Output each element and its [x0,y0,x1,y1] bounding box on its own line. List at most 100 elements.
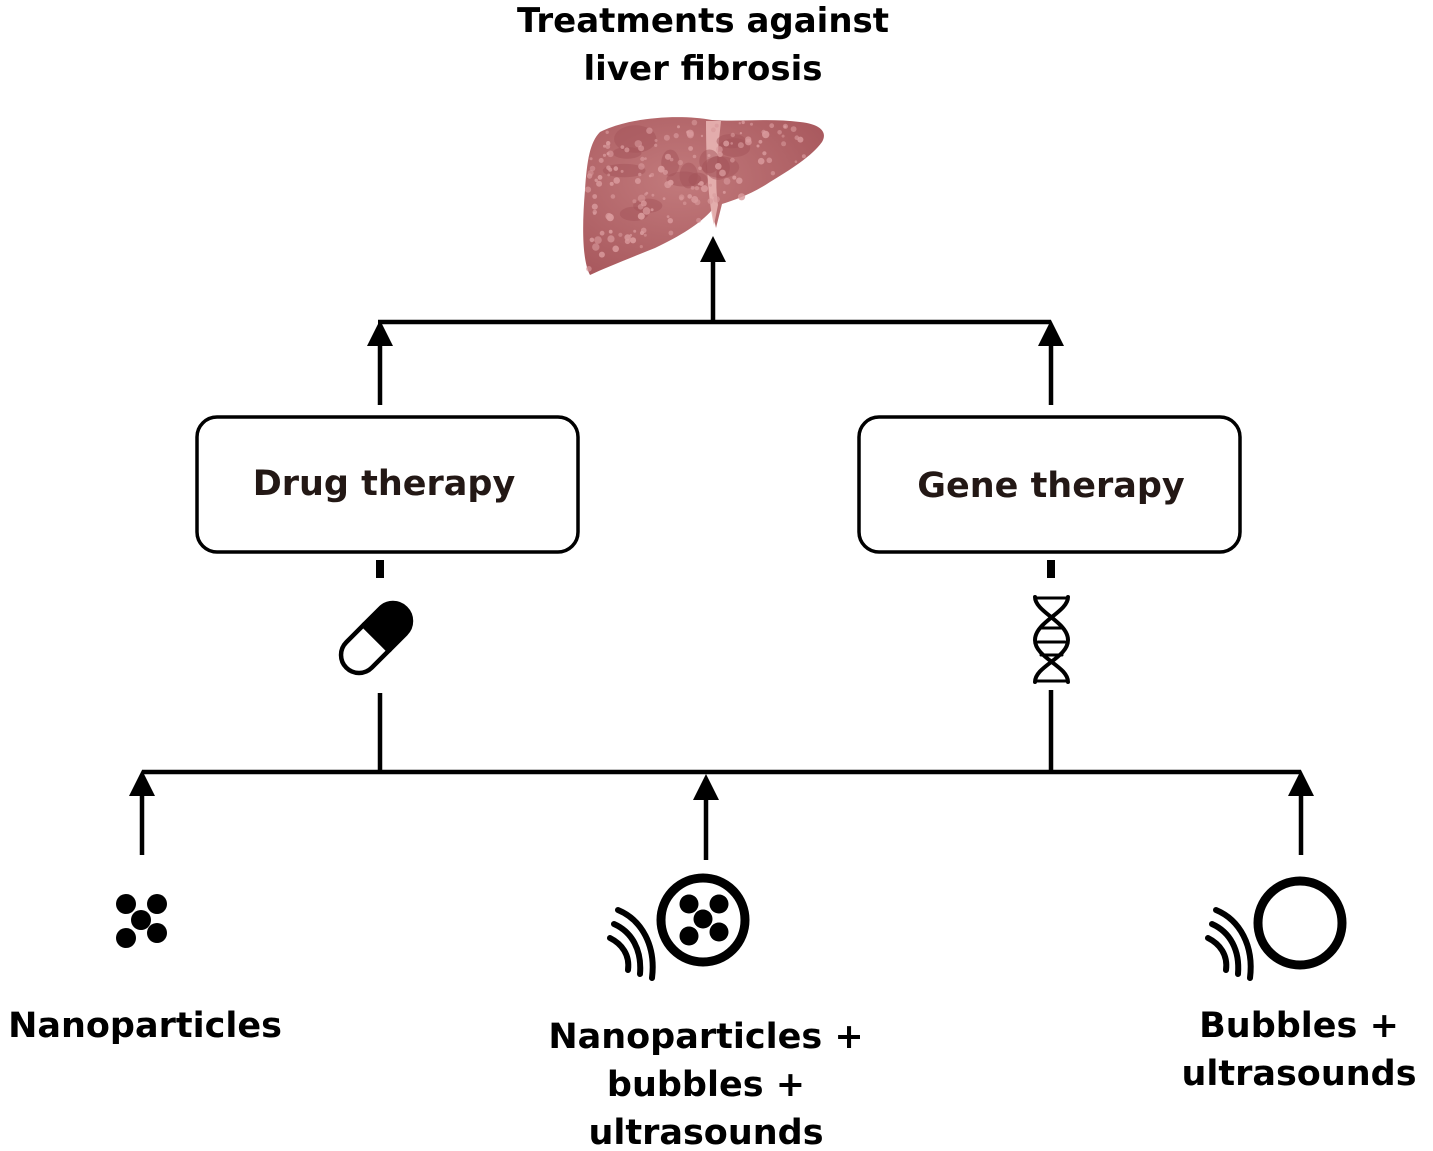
arrowhead-combined [693,774,719,800]
liver-patch [614,125,657,153]
liver-nodule [769,123,775,129]
liver-nodule [640,227,647,234]
drug-therapy-box: Drug therapy [195,415,580,554]
liver-nodule [677,125,680,129]
diagram-title-line-1: Treatments against [517,1,889,41]
liver-nodule [599,230,605,236]
arrowhead-gene-therapy [1038,320,1064,346]
arrowhead-liver [700,236,726,262]
liver-nodule [709,183,712,187]
liver-nodule [608,167,613,172]
liver-nodule [688,146,693,151]
liver-nodule [591,203,598,210]
liver-nodule [638,172,642,177]
diagram-title-line-2: liver fibrosis [584,49,823,89]
dna-icon [1032,595,1071,684]
liver-nodule [639,245,643,249]
liver-nodule [677,159,683,166]
liver-nodule [597,175,603,180]
liver-nodule [723,177,731,185]
liver-nodule [745,136,752,143]
liver-nodule [668,230,674,236]
capsule-icon [338,600,414,676]
liver-nodule [586,266,592,272]
liver-nodule [618,232,623,237]
liver-nodule [646,127,653,134]
liver-nodule [640,156,645,162]
liver-nodule [762,130,770,139]
liver-nodule [667,179,674,186]
liver-nodule [692,154,697,159]
liver-nodule [730,132,735,138]
ultrasound-waves-icon [607,907,656,981]
loaded-nanoparticles [679,894,729,946]
liver-nodule [722,190,726,194]
liver-nodule [587,170,594,176]
nanoparticles-label: Nanoparticles [8,1006,282,1046]
liver-nodule [762,151,767,156]
liver-nodule [736,177,743,184]
liver-nodule [664,153,672,160]
liver-nodule [654,139,658,142]
liver-nodule [584,186,592,193]
liver-nodule [594,236,602,244]
liver-nodule [624,234,631,241]
liver-illustration [583,117,824,275]
liver-nodule [750,122,753,126]
liver-nodule [605,130,609,134]
liver-nodule [666,215,670,219]
nanoparticles-icon [116,894,167,948]
liver-nodule [756,144,760,148]
liver-nodule [711,127,716,133]
liver-nodule [602,153,607,157]
liver-nodule [673,133,679,139]
liver-nodule [589,157,593,161]
liver-nodule [632,199,637,204]
liver-nodule [678,194,685,200]
liver-nodule [707,154,711,157]
liver-nodule [620,145,625,150]
liver-nodule [589,237,595,243]
liver-nodule [682,201,687,206]
liver-nodule [783,125,787,128]
liver-nodule [644,157,647,160]
liver-nodule [687,194,692,199]
arrowhead-nanoparticles [129,770,155,796]
liver-nodule [715,163,722,170]
bubbles-label-line-2: ultrasounds [1181,1054,1416,1094]
liver-nodule [624,147,630,153]
liver-nodule [790,126,797,132]
liver-nodule [603,144,606,148]
liver-nodule [737,142,744,149]
liver-nodule [700,134,704,138]
liver-nodule [717,151,723,157]
liver-nodule [596,180,603,187]
arrowhead-bubbles [1288,770,1314,796]
drug-therapy-label: Drug therapy [253,464,516,504]
liver-nodule [741,120,745,125]
liver-nodule [713,196,720,203]
liver-nodule [610,194,616,199]
liver-nodule [716,146,723,153]
liver-nodule [650,208,654,212]
liver-nodule [797,136,804,143]
liver-nodule [609,181,614,186]
liver-nodule [690,186,695,190]
liver-nodule [781,141,787,147]
bubbles-label-line-1: Bubbles + [1199,1006,1399,1046]
combined-label-line-3: ultrasounds [588,1113,823,1151]
liver-nodule [634,140,642,148]
liver-nodule [637,194,646,203]
liver-nodule [698,166,702,171]
liver-nodule [758,139,763,144]
gene-therapy-label: Gene therapy [917,466,1185,506]
liver-nodule [801,154,806,159]
liver-nodule [777,130,782,135]
liver-nodule [598,158,604,163]
ultrasound-waves-icon [1205,907,1254,981]
drug-therapy-dash-connector [376,560,384,578]
liver-nodule [732,175,737,180]
gene-therapy-dash-connector [1047,560,1055,578]
liver-nodules [584,119,806,272]
liver-nodule [634,178,641,184]
